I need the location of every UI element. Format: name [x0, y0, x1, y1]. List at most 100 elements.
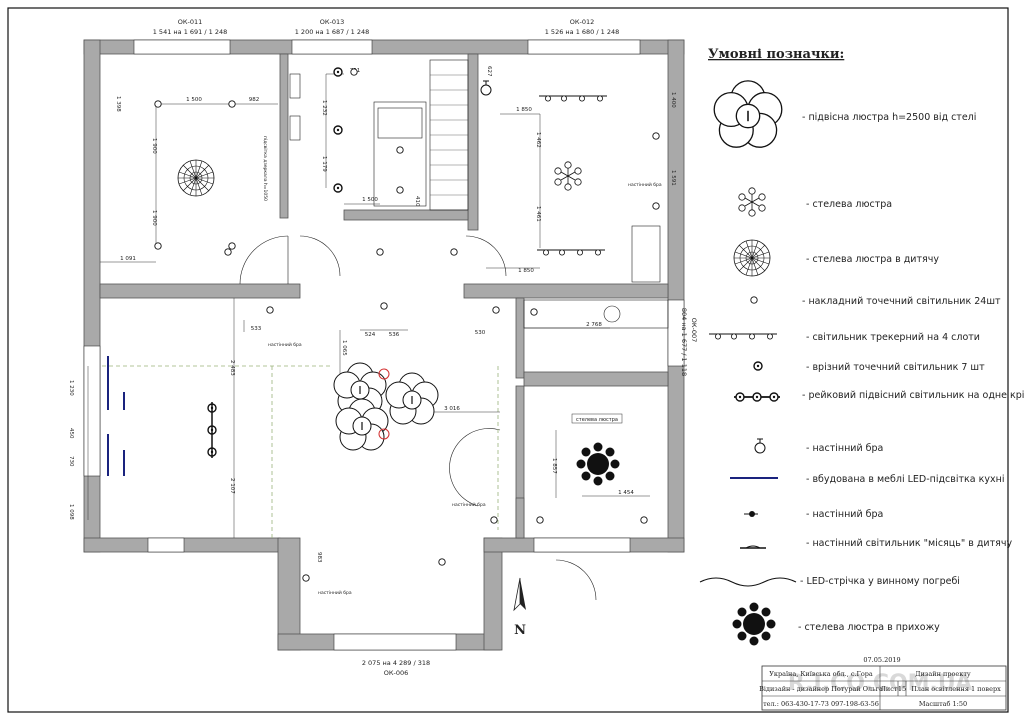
hallway-chandelier-icon [576, 442, 620, 486]
dim-983: 983 [316, 552, 322, 563]
title-project: Дизайн проекту [915, 670, 971, 678]
led-strip-wine-icon [699, 577, 797, 587]
spotlight-icon [224, 248, 232, 256]
note-wall-sconce-living: настінний бра [628, 181, 662, 188]
dim-1850-b: 1 850 [518, 268, 534, 274]
dim-2107: 2 107 [229, 478, 235, 494]
compass-north: N [514, 623, 526, 638]
legend-item-3: - стелева люстра в дитячу [806, 254, 939, 265]
window-code-ok006: ОК-006 [384, 669, 408, 677]
legend-item-1: - підвісна люстра h=2500 від стелі [802, 112, 976, 123]
note-mirror-light: підсвітка дзеркала h=1050 [262, 136, 268, 201]
dim-2768: 2 768 [586, 322, 602, 328]
hallway-chandelier-icon [732, 602, 776, 646]
spotlight-icon [396, 146, 404, 154]
note-wall-sconce-entry: настінний бра [452, 501, 486, 508]
legend-item-2: - стелева люстра [806, 199, 892, 210]
legend-item-11: - настінний світильник "місяць" в дитячу [806, 538, 1012, 549]
spotlight-icon [640, 516, 648, 524]
ceiling-chandelier-icon [554, 161, 582, 191]
dim-1098: 1 098 [68, 504, 74, 520]
window-code-ok007: ОК-007 [690, 318, 698, 342]
dim-410: 410 [414, 196, 420, 207]
legend-item-5: - світильник трекерний на 4 слоти [806, 332, 980, 343]
spotlight-icon [350, 68, 358, 76]
spotlight-icon [228, 242, 236, 250]
ceiling-chandelier-icon [738, 187, 766, 217]
legend-item-12: - LED-стрічка у винному погребі [800, 576, 960, 587]
dim-533: 533 [251, 326, 262, 332]
title-sheet-number: 15 [898, 685, 906, 693]
title-scale: Масштаб 1:50 [919, 700, 967, 708]
spotlight-icon [492, 306, 500, 314]
surface-spotlight-icon [750, 296, 758, 304]
wall-sconce-icon [754, 438, 766, 454]
spotlight-icon [228, 100, 236, 108]
window-openings [83, 39, 685, 651]
dim-1591: 1 591 [670, 170, 676, 186]
legend-item-8: - настінний бра [806, 443, 883, 454]
plan-notes: стелева люстра настінний бра настінний б… [262, 136, 662, 596]
dim-982: 982 [249, 97, 260, 103]
recessed-spotlight-icon [333, 183, 343, 193]
window-size-ok011: 1 541 на 1 691 / 1 248 [153, 28, 228, 36]
title-sheet-label: Лист [881, 685, 898, 693]
dim-730: 730 [68, 456, 74, 467]
dim-1091: 1 091 [120, 256, 136, 262]
window-size-ok006: 2 075 на 4 289 / 318 [362, 659, 430, 667]
sheet-frame [7, 7, 1009, 713]
wall-sconce-icon [480, 80, 492, 96]
legend: Умовні позначки: - підвісна люстра h=250… [699, 47, 1024, 646]
dim-1454: 1 454 [618, 490, 634, 496]
plan-fixtures [154, 67, 660, 582]
track-light-icon [538, 95, 608, 102]
note-ceiling-chandelier: стелева люстра [576, 417, 618, 423]
dim-2483: 2 483 [229, 360, 235, 376]
spotlight-icon [302, 574, 310, 582]
title-address: Україна, Київська обл., с.Гора [769, 670, 873, 678]
dim-1398: 1 398 [115, 96, 121, 112]
dim-1900-b: 1 900 [151, 210, 157, 226]
note-wall-sconce-kitchen: настінний бра [268, 341, 302, 348]
window-size-ok007: 804 на 1 677 / 1 118 [680, 308, 688, 376]
dimension-lines [87, 73, 650, 538]
title-date: 07.05.2019 [863, 656, 900, 664]
spotlight-icon [154, 242, 162, 250]
pendant-chandelier-icon [713, 80, 783, 148]
dim-3016: 3 016 [444, 406, 460, 412]
spotlight-icon [266, 306, 274, 314]
recessed-spotlight-icon [333, 125, 343, 135]
north-compass: N [513, 577, 526, 638]
dim-450: 450 [68, 428, 74, 439]
dim-1232: 1 232 [321, 100, 327, 116]
spotlight-icon [396, 186, 404, 194]
nursery-chandelier-icon [177, 159, 215, 197]
spotlight-icon [652, 132, 660, 140]
track-light-icon [708, 333, 778, 340]
spotlight-icon [154, 100, 162, 108]
dim-1230: 1 230 [68, 380, 74, 396]
spotlight-icon [376, 248, 384, 256]
track-light-icon [536, 249, 606, 256]
dimension-values: 1 500 982 1 398 1 900 1 900 1 091 751 1 … [68, 66, 676, 563]
kitchen-led-strips [107, 356, 125, 476]
dim-1500-b: 1 500 [362, 197, 378, 203]
dim-1179: 1 179 [321, 156, 327, 172]
legend-title: Умовні позначки: [708, 47, 844, 62]
dim-536: 536 [389, 332, 400, 338]
dim-1850-a: 1 850 [516, 107, 532, 113]
spotlight-icon [438, 558, 446, 566]
window-code-ok013: ОК-013 [320, 18, 344, 26]
spotlight-icon [380, 302, 388, 310]
title-sheet-title: План освітлення 1 поверх [911, 685, 1001, 693]
wall-sconce-small-icon [744, 511, 758, 517]
window-size-ok012: 1 526 на 1 680 / 1 248 [545, 28, 620, 36]
window-size-ok013: 1 200 на 1 687 / 1 248 [295, 28, 370, 36]
legend-item-6: - врізний точечний світильник 7 шт [806, 362, 985, 373]
window-code-ok011: ОК-011 [178, 18, 202, 26]
title-designer: Відизайн - дизайнер Потурай Ольга [759, 685, 883, 693]
legend-item-9: - вбудована в меблі LED-підсвітка кухні [806, 474, 1004, 485]
legend-item-4: - накладний точечний світильник 24шт [802, 296, 1001, 307]
dim-1461: 1 461 [535, 206, 541, 222]
